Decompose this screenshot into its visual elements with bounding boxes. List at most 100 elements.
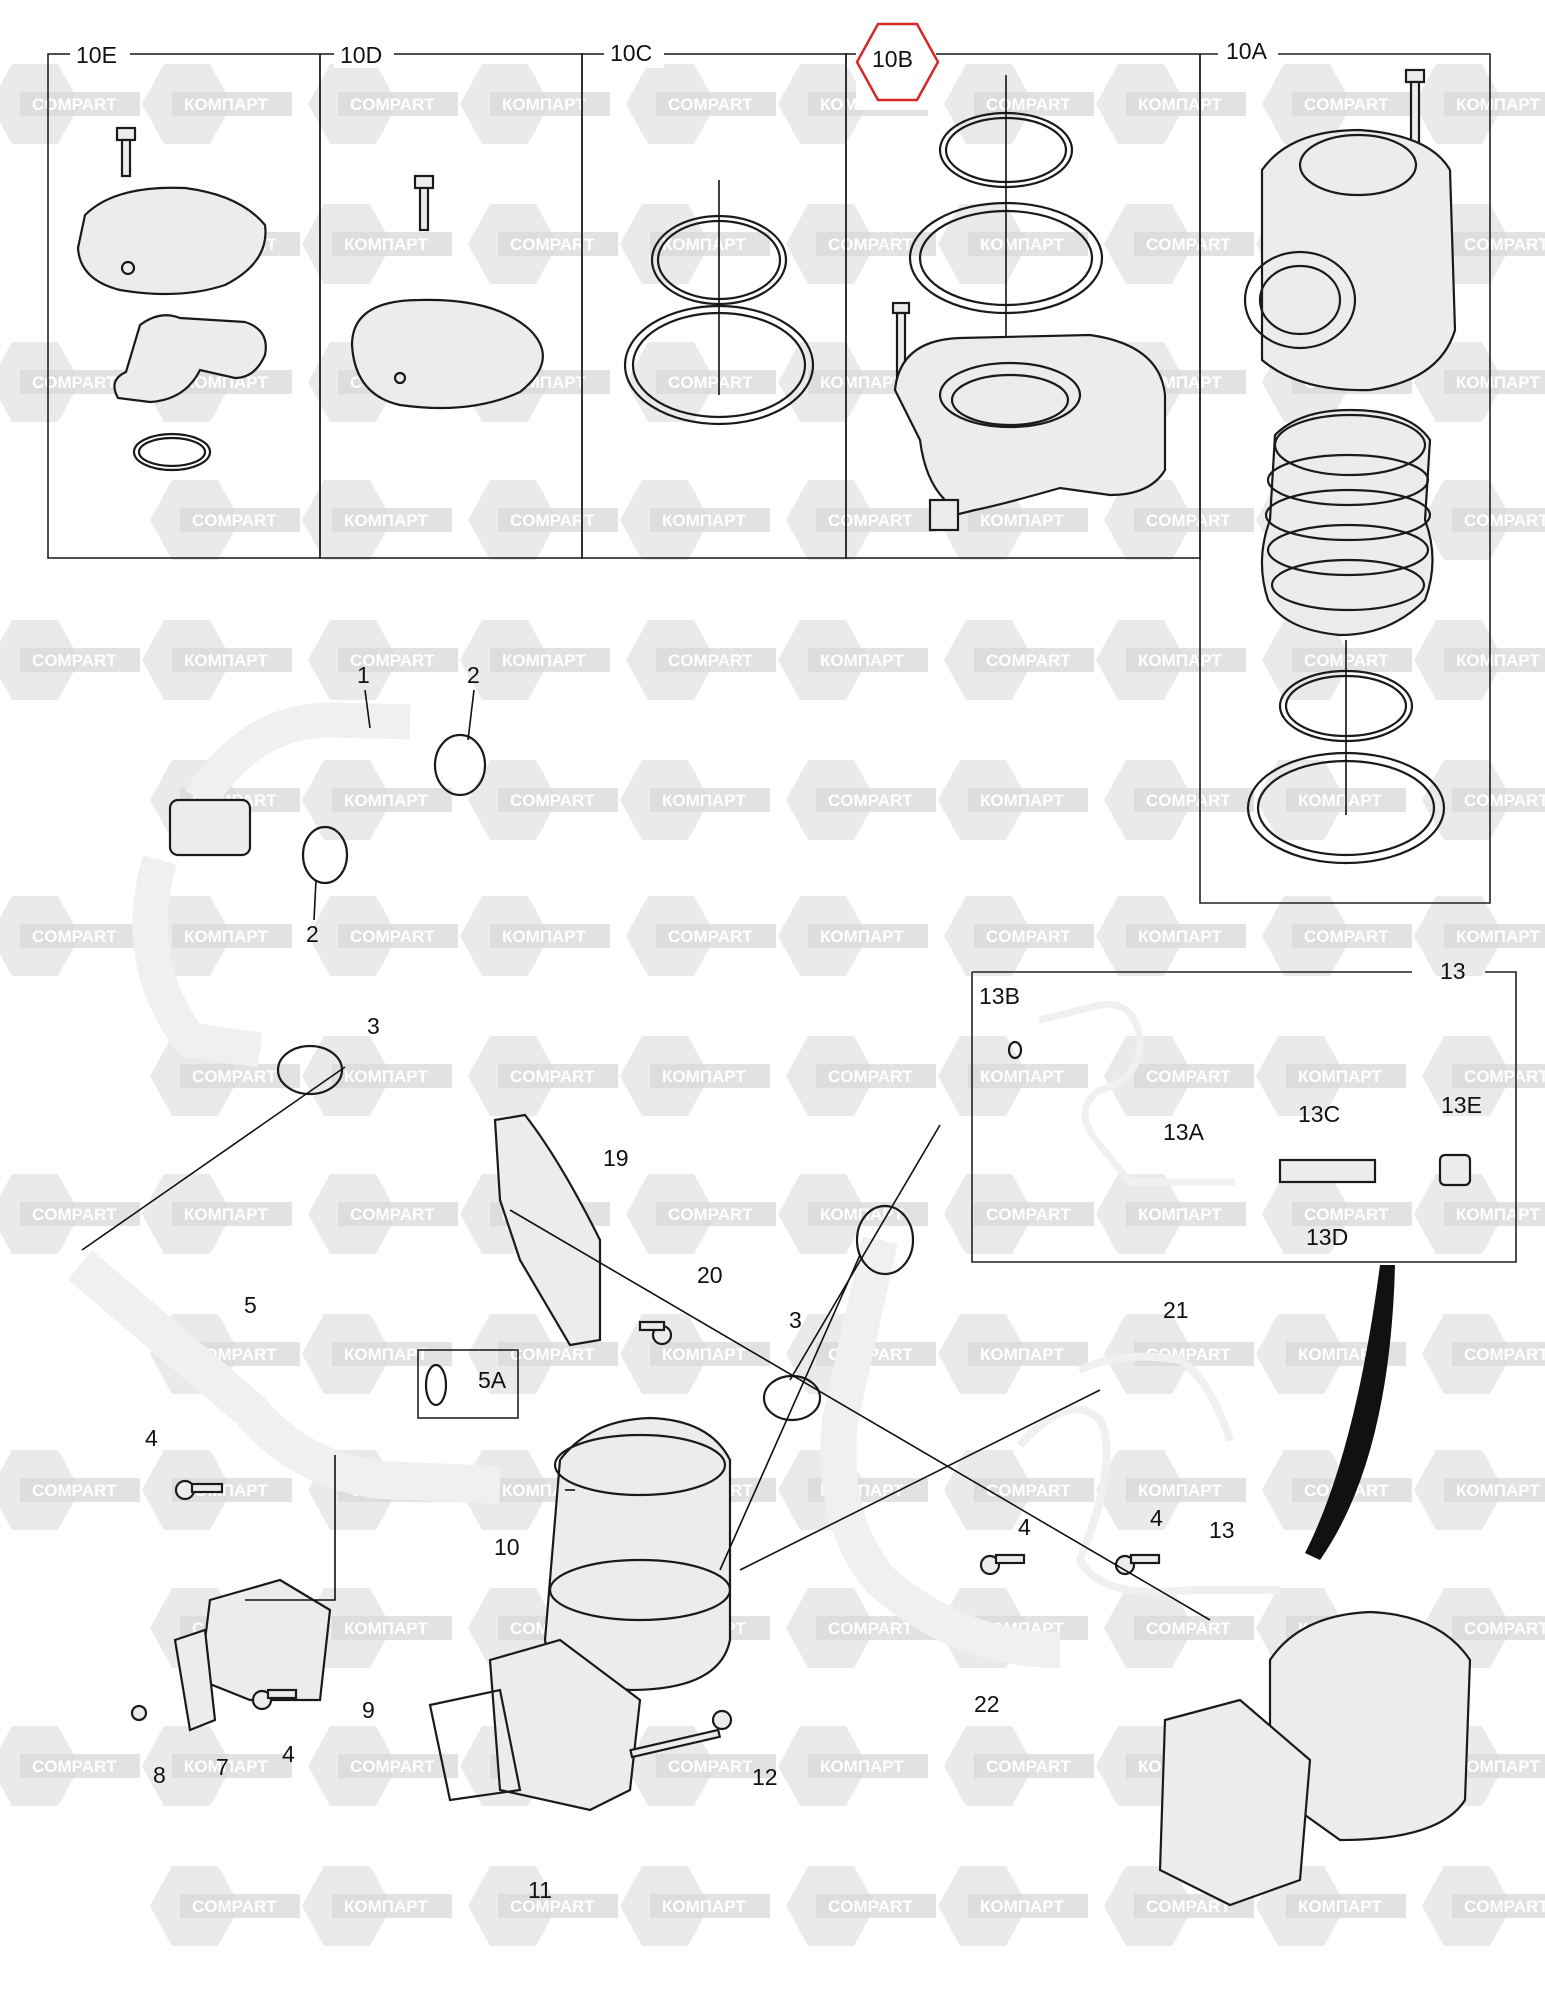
callout-21[interactable]: 21	[1163, 1297, 1189, 1323]
callout-13c[interactable]: 13C	[1298, 1101, 1340, 1127]
watermark-bar	[816, 1064, 936, 1088]
watermark-text: COMPART	[668, 95, 753, 114]
callout-10[interactable]: 10	[494, 1534, 520, 1560]
watermark-bar	[1126, 648, 1246, 672]
watermark-text: КОМПАРТ	[662, 1067, 746, 1086]
callout-3[interactable]: 3	[367, 1013, 380, 1039]
watermark-text: КОМПАРТ	[662, 1345, 746, 1364]
watermark-bar	[1286, 1894, 1406, 1918]
watermark-bar	[816, 1894, 936, 1918]
callout-7[interactable]: 7	[216, 1754, 229, 1780]
watermark-bar	[20, 1478, 140, 1502]
watermark-bar	[338, 1754, 458, 1778]
hose-connector-icon	[168, 798, 252, 857]
watermark-bar	[974, 924, 1094, 948]
watermark-bar	[498, 788, 618, 812]
watermark-bar	[498, 1064, 618, 1088]
callout-13e[interactable]: 13E	[1441, 1092, 1482, 1118]
watermark-bar	[1452, 508, 1545, 532]
callout-11[interactable]: 11	[528, 1877, 552, 1903]
bolt-icon	[1114, 1553, 1161, 1576]
watermark-bar	[656, 1754, 776, 1778]
watermark-bar	[20, 1202, 140, 1226]
watermark-bar	[1126, 924, 1246, 948]
watermark-text: КОМПАРТ	[820, 651, 904, 670]
callout-13a[interactable]: 13A	[1163, 1119, 1205, 1145]
watermark-text: COMPART	[1464, 1619, 1545, 1638]
watermark-bar	[1134, 1616, 1254, 1640]
callout-2[interactable]: 2	[467, 662, 480, 688]
callout-3[interactable]: 3	[789, 1307, 802, 1333]
watermark-bar	[1134, 232, 1254, 256]
main-assembly	[67, 702, 1472, 1907]
callout-2[interactable]: 2	[306, 921, 319, 947]
watermark-text: COMPART	[32, 1481, 117, 1500]
kit-10a-parts	[1243, 68, 1457, 865]
callout-13b[interactable]: 13B	[979, 983, 1020, 1009]
callout-20[interactable]: 20	[697, 1262, 723, 1288]
callout-12[interactable]: 12	[752, 1764, 778, 1790]
watermark-text: КОМПАРТ	[344, 791, 428, 810]
watermark-bar	[180, 1894, 300, 1918]
watermark-text: COMPART	[32, 373, 117, 392]
callout-4[interactable]: 4	[145, 1425, 158, 1451]
watermark-text: COMPART	[1304, 927, 1389, 946]
watermark-bar	[1444, 370, 1545, 394]
callout-5a[interactable]: 5A	[478, 1367, 507, 1393]
filter-cap-icon	[1260, 128, 1457, 392]
watermark-bar	[490, 648, 610, 672]
watermark-bar	[974, 92, 1094, 116]
label-10b-highlighted[interactable]: 10B	[872, 46, 913, 72]
watermark-text: COMPART	[192, 1067, 277, 1086]
callout-9[interactable]: 9	[362, 1697, 375, 1723]
callout-19[interactable]: 19	[603, 1145, 629, 1171]
watermark-text: COMPART	[828, 1619, 913, 1638]
watermark-text: COMPART	[1464, 1345, 1545, 1364]
watermark-text: КОМПАРТ	[980, 791, 1064, 810]
callout-13[interactable]: 13	[1209, 1517, 1235, 1543]
watermark-text: COMPART	[350, 95, 435, 114]
watermark-bar	[1126, 92, 1246, 116]
watermark-bar	[338, 648, 458, 672]
watermark-text: COMPART	[1464, 511, 1545, 530]
gasket-icon	[428, 1688, 522, 1802]
watermark-bar	[816, 788, 936, 812]
watermark-text: КОМПАРТ	[1456, 1757, 1540, 1776]
watermark-bar	[332, 788, 452, 812]
watermark-bar	[816, 232, 936, 256]
watermark-bar	[974, 1202, 1094, 1226]
label-10c: 10C	[610, 40, 652, 66]
watermark-bar	[968, 508, 1088, 532]
watermark-bar	[808, 648, 928, 672]
watermark-bar	[650, 1894, 770, 1918]
watermark-text: COMPART	[1464, 235, 1545, 254]
watermark-bar	[650, 508, 770, 532]
watermark-text: КОМПАРТ	[662, 1897, 746, 1916]
watermark-text: КОМПАРТ	[1138, 1481, 1222, 1500]
watermark-text: КОМПАРТ	[980, 235, 1064, 254]
watermark-text: КОМПАРТ	[184, 373, 268, 392]
watermark-text: КОМПАРТ	[1456, 927, 1540, 946]
watermark-bar	[180, 508, 300, 532]
callout-13d[interactable]: 13D	[1306, 1224, 1348, 1250]
watermark-bar	[1444, 924, 1545, 948]
callout-4[interactable]: 4	[282, 1741, 295, 1767]
watermark-text: COMPART	[668, 651, 753, 670]
callout-22[interactable]: 22	[974, 1691, 1000, 1717]
watermark-text: COMPART	[1146, 511, 1231, 530]
watermark-text: КОМПАРТ	[820, 927, 904, 946]
watermark-text: COMPART	[986, 1205, 1071, 1224]
callout-4[interactable]: 4	[1018, 1514, 1031, 1540]
callout-8[interactable]: 8	[153, 1762, 166, 1788]
watermark-bar	[332, 508, 452, 532]
callout-1[interactable]: 1	[357, 662, 370, 688]
callout-5[interactable]: 5	[244, 1292, 257, 1318]
watermark-bar	[490, 92, 610, 116]
watermark-bar	[20, 924, 140, 948]
callout-13[interactable]: 13	[1440, 958, 1466, 984]
watermark-bar	[968, 1342, 1088, 1366]
watermark-text: КОМПАРТ	[184, 927, 268, 946]
callout-4[interactable]: 4	[1150, 1505, 1163, 1531]
watermark-bar	[650, 1064, 770, 1088]
